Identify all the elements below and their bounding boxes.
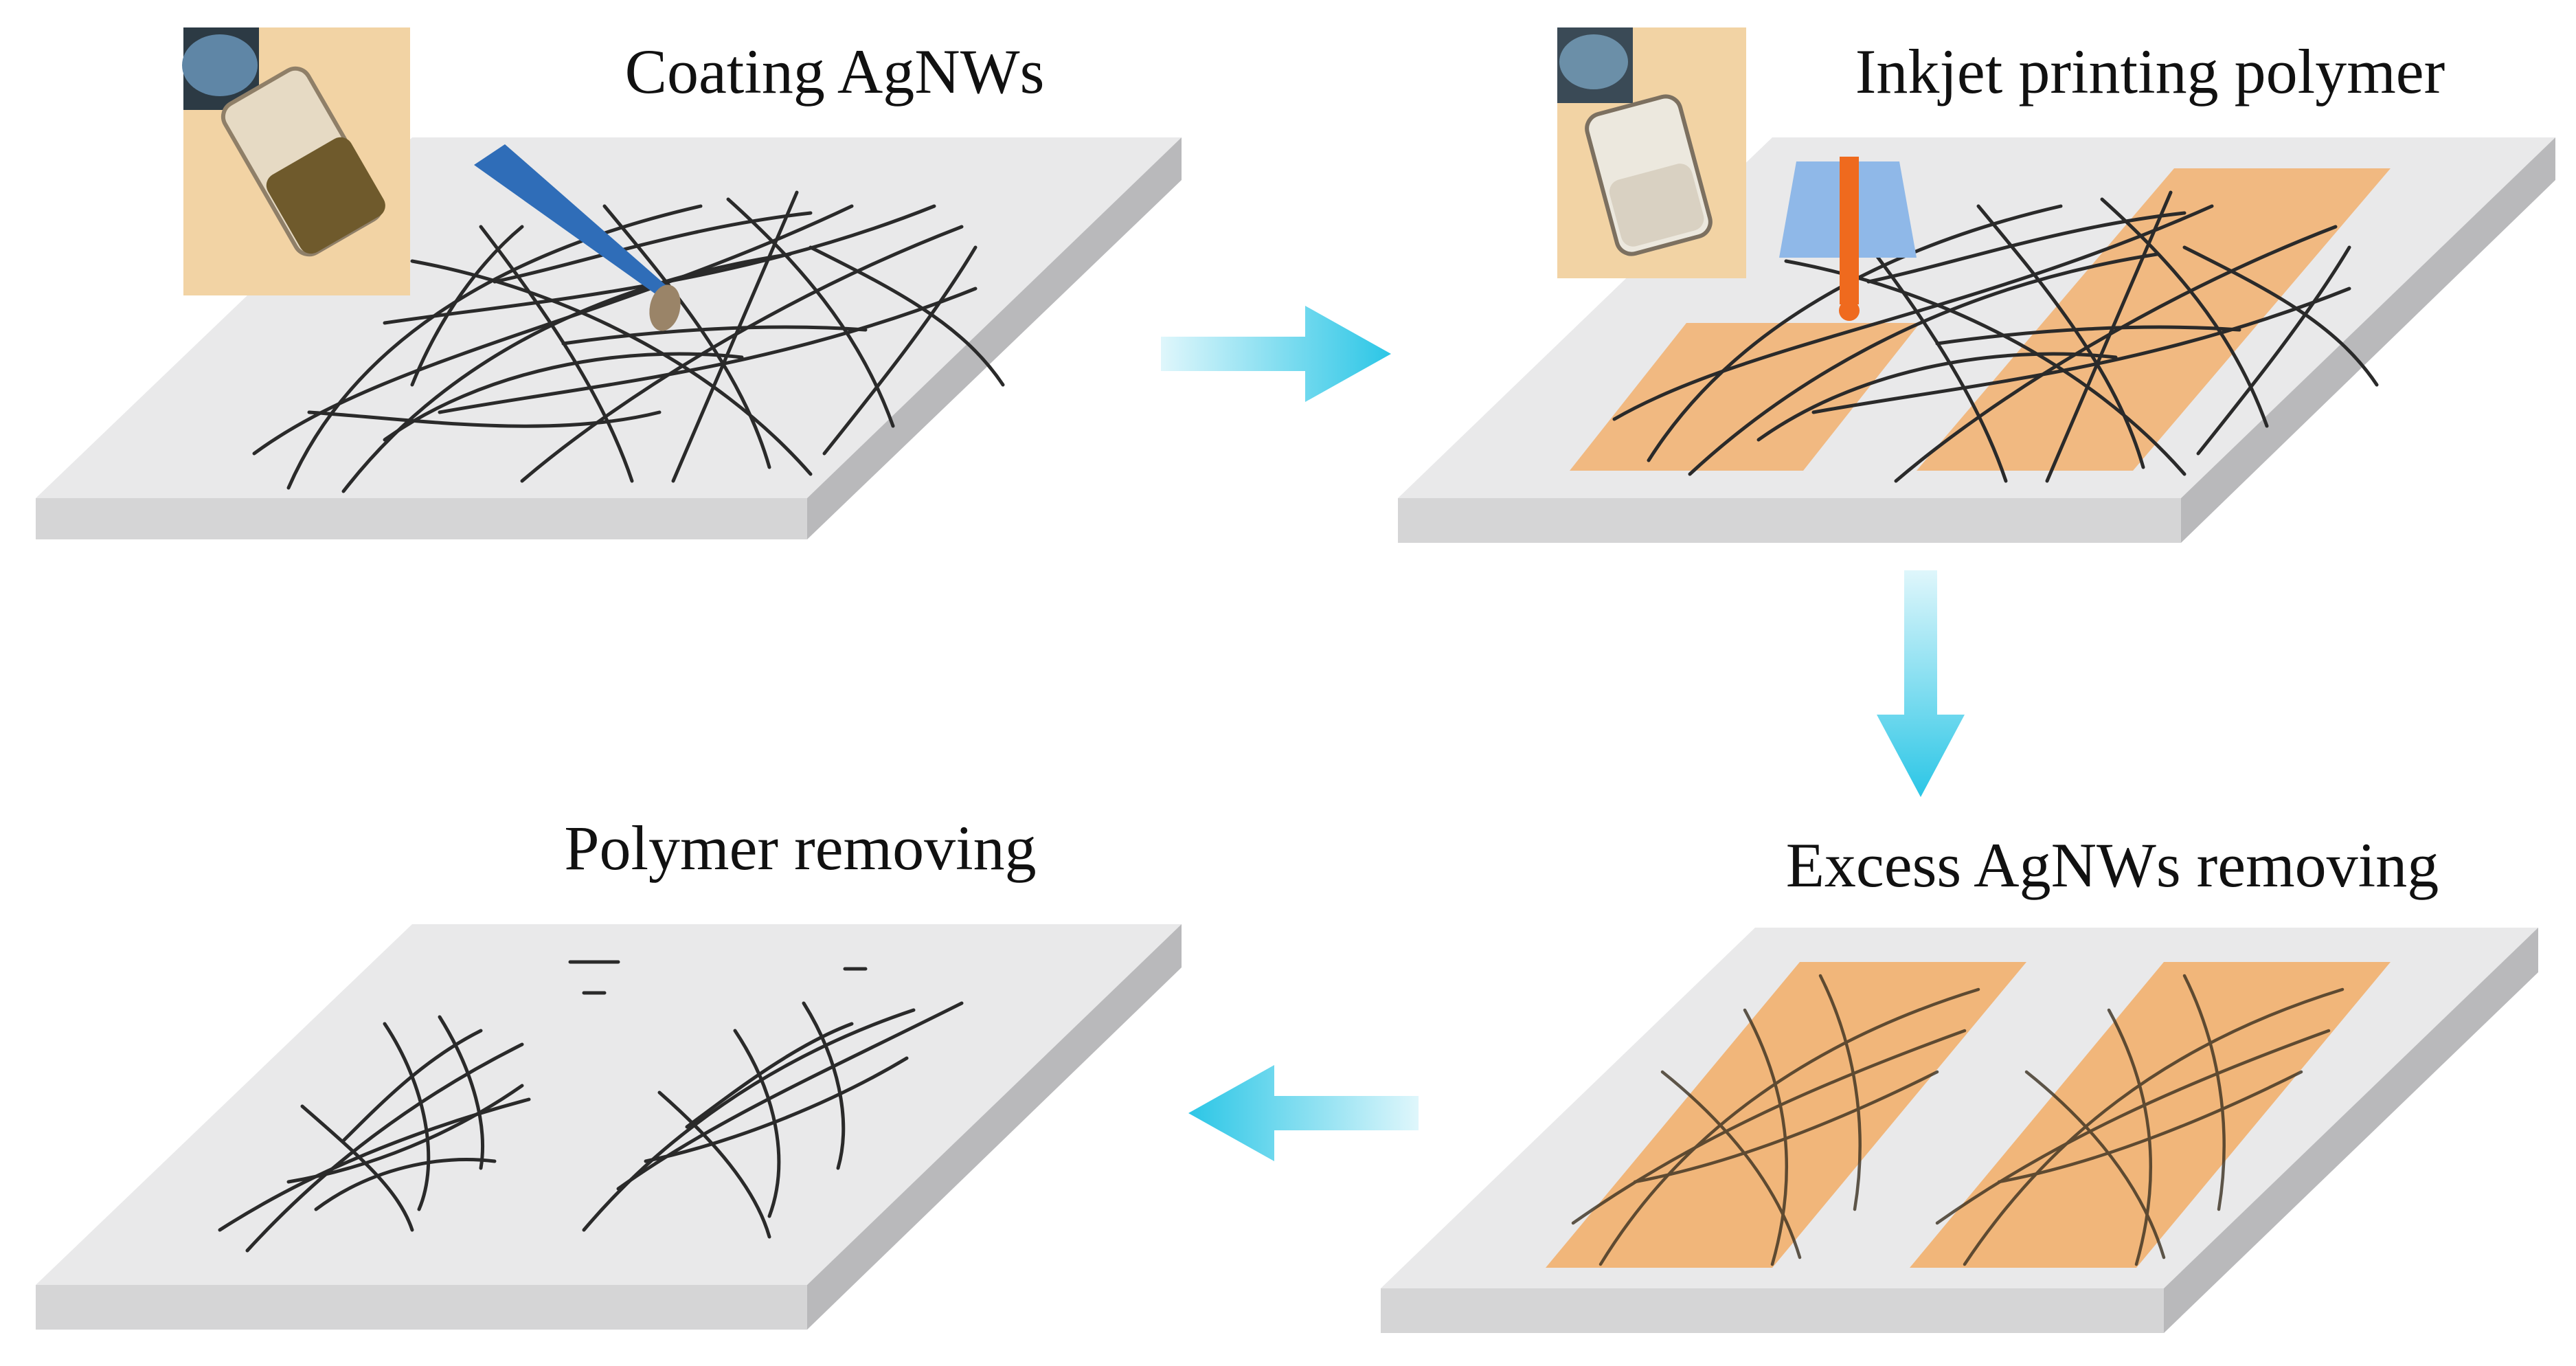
nanowire-network xyxy=(252,190,1005,493)
polymer-strip-right xyxy=(1917,168,2391,471)
arrow-right xyxy=(1161,306,1391,402)
step-label-excess: Excess AgNWs removing xyxy=(1786,830,2439,900)
patterned-nanowires-right xyxy=(582,1001,964,1239)
substrate xyxy=(36,924,1182,1330)
flow-arrow-icon xyxy=(1877,570,1965,797)
nanowire-network xyxy=(1612,190,2379,483)
substrate-side xyxy=(2164,928,2538,1333)
nanowire-network xyxy=(1571,974,2345,1266)
substrate-front xyxy=(1398,498,2181,543)
stray-nanowires xyxy=(568,960,868,995)
substrate-side xyxy=(2181,137,2555,543)
step-label-polymer: Polymer removing xyxy=(564,813,1036,883)
polymer-strip-left xyxy=(1570,323,1920,471)
flow-arrow-icon xyxy=(1188,1065,1419,1161)
step-label-coating: Coating AgNWs xyxy=(625,36,1045,107)
substrate-top xyxy=(36,924,1182,1285)
panel-inkjet: Inkjet printing polymer xyxy=(1398,27,2555,543)
substrate-front xyxy=(36,498,807,539)
substrate-front xyxy=(1381,1288,2164,1333)
substrate-side xyxy=(807,137,1182,539)
polymer-strip-left xyxy=(1546,962,2026,1268)
panel-excess: Excess AgNWs removing xyxy=(1381,830,2538,1333)
droplet xyxy=(649,284,681,331)
arrow-left xyxy=(1188,1065,1419,1161)
vial-photo-icon xyxy=(1557,27,1746,278)
panel-coating: Coating AgNWs xyxy=(36,27,1182,539)
flow-arrow-icon xyxy=(1161,306,1391,402)
panel-polymer: Polymer removing xyxy=(36,813,1182,1330)
substrate-front xyxy=(36,1285,807,1330)
polymer-strip-right xyxy=(1910,962,2391,1268)
vial-photo-icon xyxy=(182,27,410,295)
patterned-nanowires-left xyxy=(218,1015,531,1253)
step-label-inkjet: Inkjet printing polymer xyxy=(1855,36,2445,107)
pipette-icon xyxy=(474,144,681,331)
ink-droplet xyxy=(1839,300,1860,321)
inkjet-nozzle-icon xyxy=(1779,157,1917,321)
arrow-down xyxy=(1877,570,1965,797)
substrate-side xyxy=(807,924,1182,1330)
